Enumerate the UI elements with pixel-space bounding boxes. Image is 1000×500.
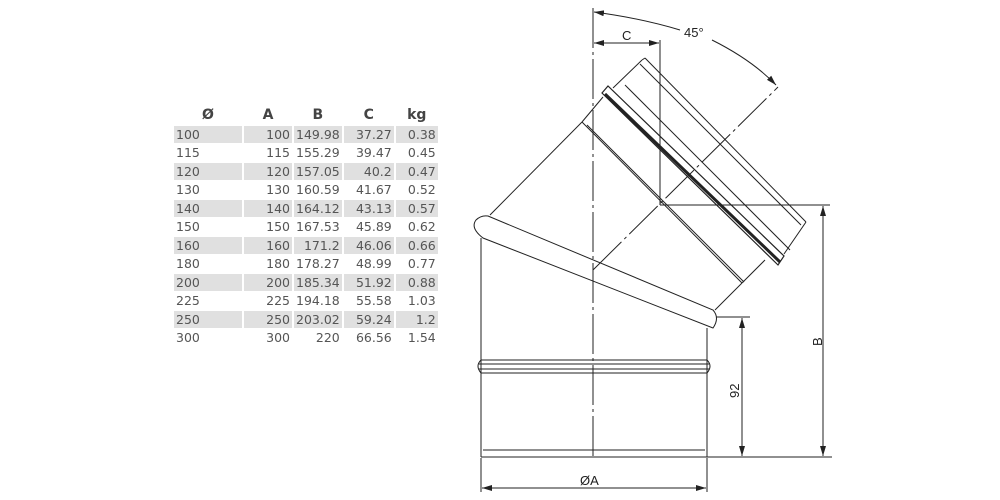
table-cell: 0.38	[395, 126, 438, 143]
table-cell: 100	[174, 126, 242, 143]
table-row: 130 130 160.59 41.67 0.52	[174, 182, 438, 199]
table-cell: 164.12	[294, 200, 342, 217]
table-cell: 160.59	[296, 182, 340, 198]
table-cell: 160	[244, 237, 292, 254]
c-dimension-label: C	[622, 28, 631, 43]
table-cell: 180	[266, 256, 290, 272]
table-cell: 115	[266, 145, 290, 161]
table-cell: 0.57	[395, 200, 438, 217]
table-cell: 55.58	[355, 293, 392, 309]
table-cell: 0.66	[395, 237, 438, 254]
table-cell: 220	[315, 330, 340, 346]
upper-pipe	[489, 57, 807, 311]
joint-collar	[473, 215, 717, 329]
table-cell: 157.05	[294, 163, 342, 180]
table-row: 150 150 167.53 45.89 0.62	[174, 219, 438, 236]
table-cell: 40.2	[343, 163, 394, 180]
table-row: 225 225 194.18 55.58 1.03	[174, 293, 438, 310]
column-header: A	[262, 107, 274, 123]
table-cell: 225	[176, 293, 200, 309]
column-header: Ø	[202, 107, 214, 123]
table-cell: 140	[244, 200, 292, 217]
table-cell: 39.47	[355, 145, 392, 161]
table-cell: 0.62	[407, 219, 436, 235]
column-header: C	[363, 107, 374, 123]
table-cell: 1.54	[407, 330, 436, 346]
table-cell: 0.88	[395, 274, 438, 291]
table-cell: 0.77	[407, 256, 436, 272]
table-cell: 167.53	[296, 219, 340, 235]
table-cell: 200	[244, 274, 292, 291]
table-cell: 1.03	[407, 293, 436, 309]
table-cell: 185.34	[294, 274, 342, 291]
table-cell: 130	[266, 182, 290, 198]
table-cell: 0.47	[395, 163, 438, 180]
table-cell: 45.89	[355, 219, 392, 235]
table-row: 180 180 178.27 48.99 0.77	[174, 256, 438, 273]
table-cell: 41.67	[355, 182, 392, 198]
lower-pipe	[477, 238, 711, 458]
height-dimension-label: 92	[727, 384, 742, 398]
dimension-lines	[480, 10, 832, 492]
table-cell: 120	[244, 163, 292, 180]
table-cell: 194.18	[296, 293, 340, 309]
table-cell: 178.27	[296, 256, 340, 272]
table-row: 115 115 155.29 39.47 0.45	[174, 145, 438, 162]
table-cell: 140	[174, 200, 242, 217]
table-cell: 149.98	[294, 126, 342, 143]
table-cell: 120	[174, 163, 242, 180]
table-cell: 43.13	[343, 200, 394, 217]
table-cell: 171.2	[294, 237, 342, 254]
table-cell: 155.29	[296, 145, 340, 161]
table-cell: 130	[176, 182, 200, 198]
table-cell: 300	[176, 330, 200, 346]
table-cell: 250	[174, 311, 242, 328]
table-cell: 203.02	[294, 311, 342, 328]
table-cell: 200	[174, 274, 242, 291]
table-cell: 100	[244, 126, 292, 143]
table-cell: 46.06	[343, 237, 394, 254]
table-cell: 180	[176, 256, 200, 272]
table-cell: 150	[266, 219, 290, 235]
column-header: kg	[407, 107, 427, 123]
table-cell: 51.92	[343, 274, 394, 291]
table-cell: 160	[174, 237, 242, 254]
table-cell: 0.52	[407, 182, 436, 198]
diameter-label: ØA	[580, 473, 599, 488]
column-header: B	[312, 107, 324, 123]
table-row: 300 300 220 66.56 1.54	[174, 330, 438, 347]
b-dimension-label: B	[810, 337, 825, 346]
table-cell: 59.24	[343, 311, 394, 328]
table-cell: 48.99	[355, 256, 392, 272]
table-cell: 37.27	[343, 126, 394, 143]
table-cell: 300	[266, 330, 290, 346]
table-cell: 1.2	[395, 311, 438, 328]
table-cell: 150	[176, 219, 200, 235]
table-cell: 225	[266, 293, 290, 309]
table-cell: 250	[244, 311, 292, 328]
table-cell: 66.56	[355, 330, 392, 346]
table-cell: 115	[176, 145, 200, 161]
angle-label: 45°	[684, 25, 704, 40]
table-cell: 0.45	[407, 145, 436, 161]
angled-centerline	[592, 86, 779, 271]
